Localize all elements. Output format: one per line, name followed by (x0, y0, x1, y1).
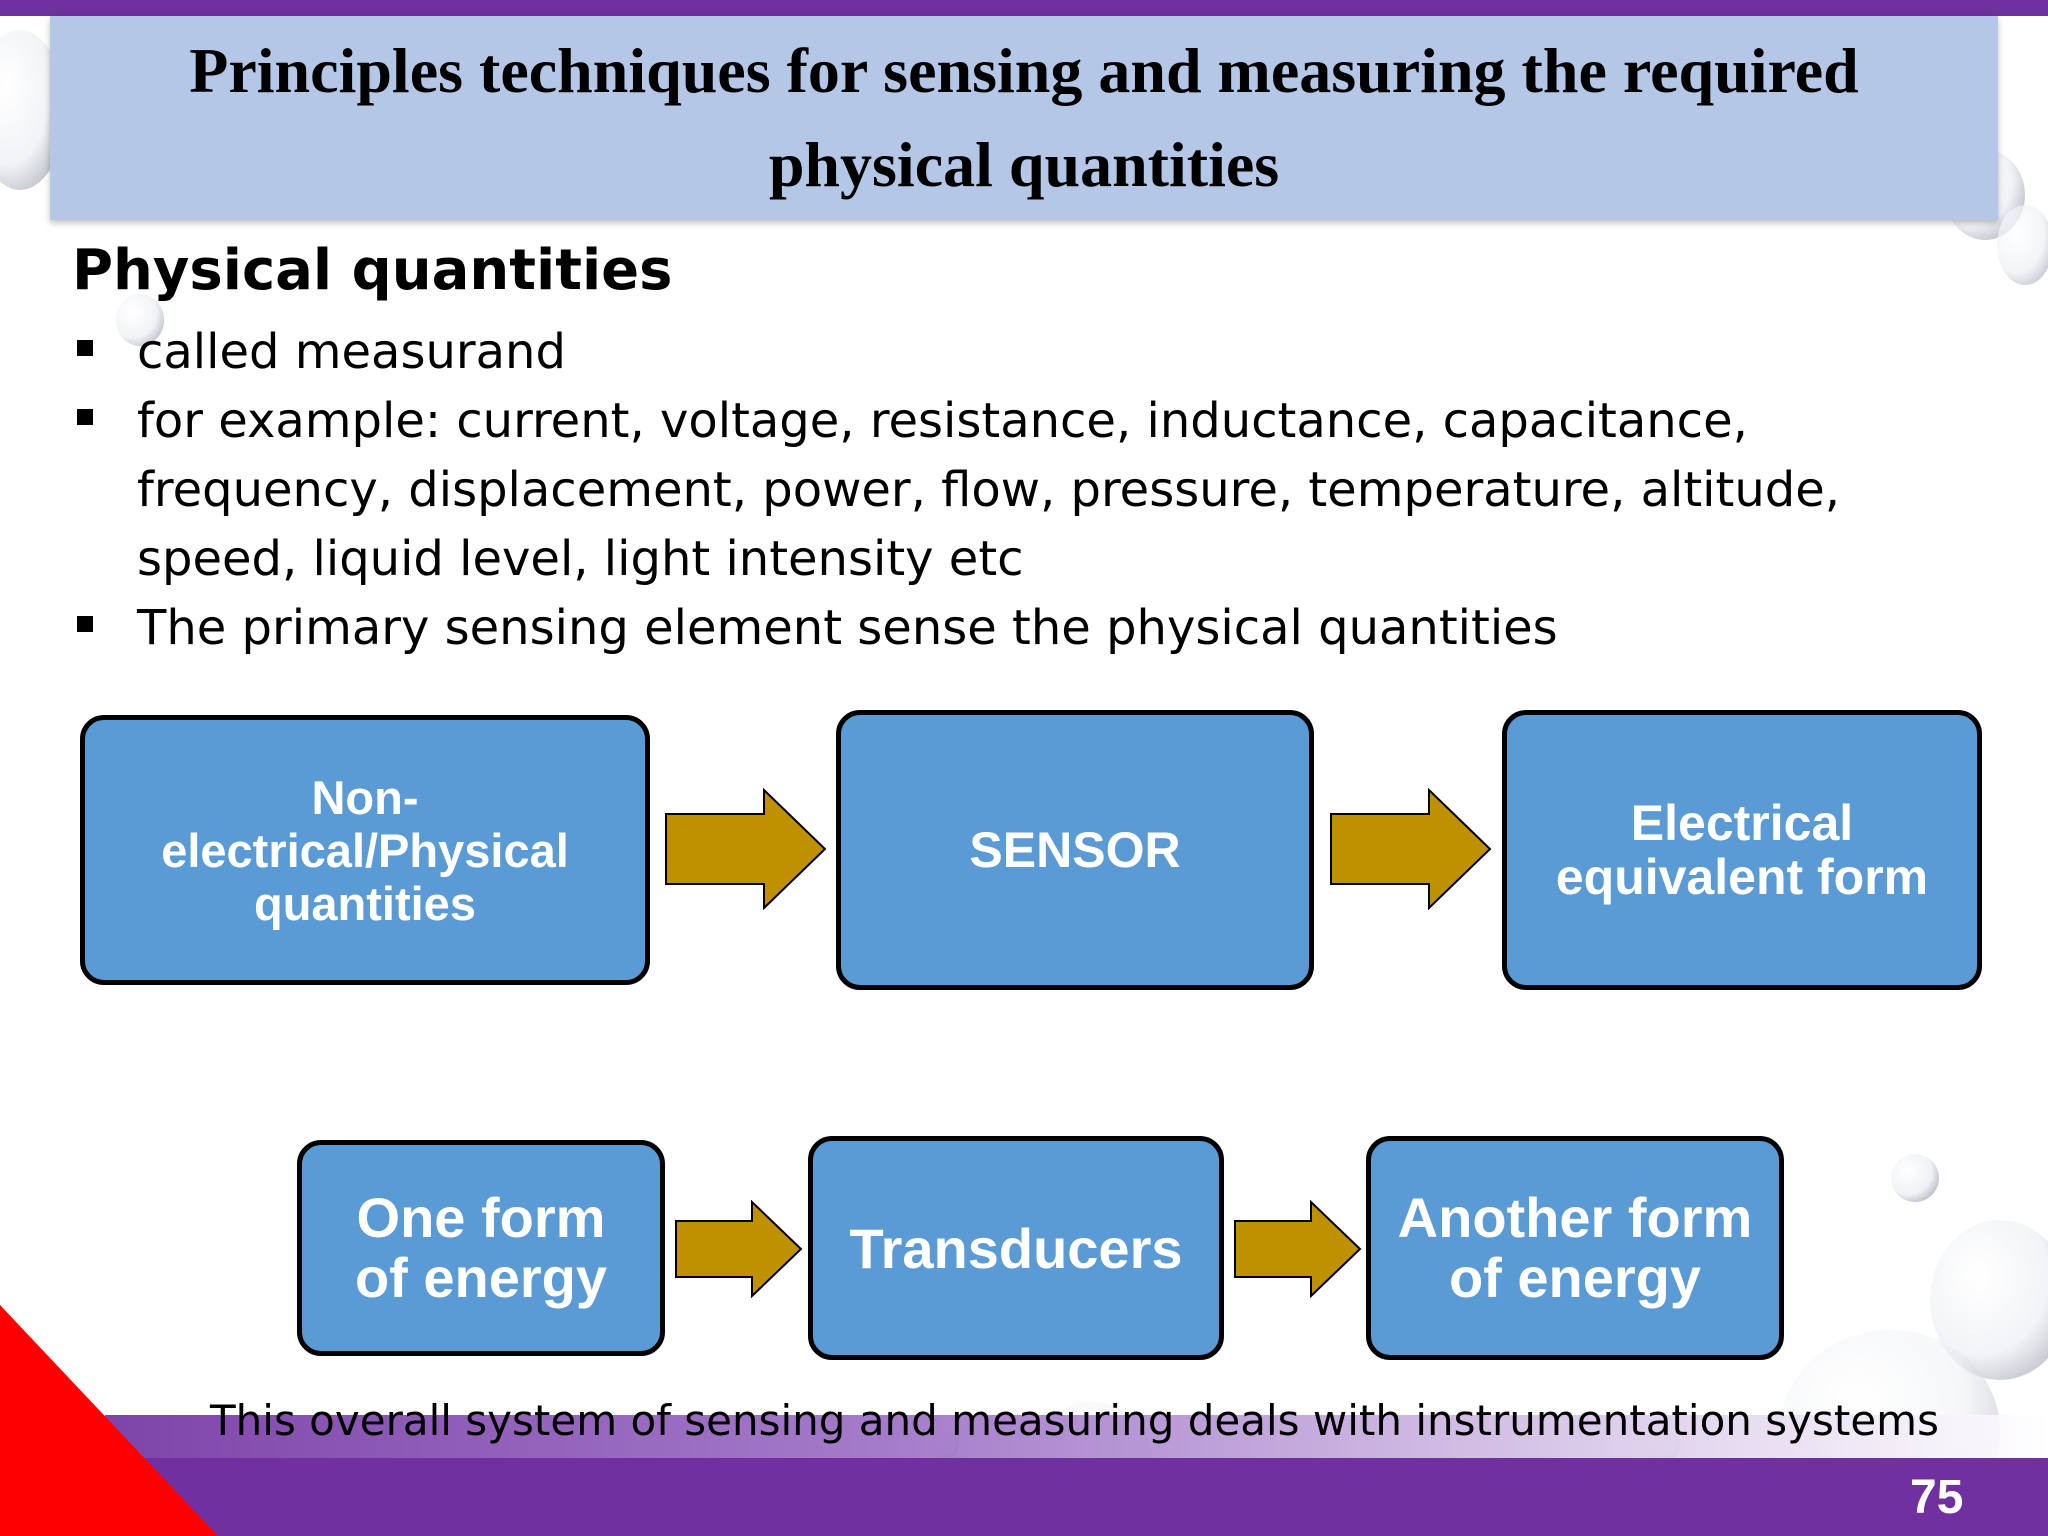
slide-title: Principles techniques for sensing and me… (50, 16, 1998, 220)
square-bullet-icon (77, 340, 93, 356)
bullet-list: called measurand for example: current, v… (72, 318, 1972, 663)
slide-title-line-1: Principles techniques for sensing and me… (189, 35, 1859, 106)
one-form-of-energy-box: One form of energy (297, 1140, 665, 1356)
bullet-item: The primary sensing element sense the ph… (72, 594, 1972, 663)
another-form-of-energy-box: Another form of energy (1366, 1136, 1784, 1360)
box-label-line-1: Non- (311, 770, 419, 824)
page-number: 75 (1910, 1471, 1964, 1524)
square-bullet-icon (77, 616, 93, 632)
box-label-line-2: of energy (354, 1246, 608, 1309)
slide-title-line-2: physical quantities (768, 129, 1280, 200)
box-label-line-1: Another form (1397, 1186, 1753, 1249)
non-electrical-quantities-box: Non- electrical/Physical quantities (80, 715, 650, 985)
box-label-line-2: electrical/Physical (161, 823, 569, 877)
square-bullet-icon (77, 409, 93, 425)
bullet-item: called measurand (72, 318, 1972, 387)
box-label-line-2: of energy (1448, 1246, 1702, 1309)
right-arrow-icon (1234, 1200, 1362, 1298)
bullet-text: The primary sensing element sense the ph… (137, 600, 1558, 656)
footer-caption: This overall system of sensing and measu… (210, 1396, 1939, 1445)
box-label-line-3: quantities (254, 876, 476, 930)
section-heading: Physical quantities (72, 238, 673, 303)
footer-gradient-band (105, 1415, 2048, 1461)
right-arrow-icon (665, 788, 827, 910)
box-label-line-1: One form (356, 1186, 606, 1249)
bullet-text: called measurand (137, 324, 566, 380)
red-corner-decoration (0, 1305, 218, 1536)
box-label-line-2: equivalent form (1555, 849, 1929, 905)
box-label: SENSOR (969, 822, 1181, 878)
electrical-equivalent-box: Electrical equivalent form (1502, 710, 1982, 990)
bullet-item: for example: current, voltage, resistanc… (72, 387, 1972, 594)
top-accent-bar (0, 0, 2048, 16)
sensor-box: SENSOR (836, 710, 1314, 990)
box-label: Transducers (849, 1216, 1183, 1280)
bullet-text: for example: current, voltage, resistanc… (137, 393, 1840, 587)
right-arrow-icon (675, 1200, 803, 1298)
transducers-box: Transducers (808, 1136, 1224, 1360)
box-label-line-1: Electrical (1630, 795, 1854, 851)
right-arrow-icon (1330, 788, 1492, 910)
footer-bar (0, 1458, 2048, 1536)
